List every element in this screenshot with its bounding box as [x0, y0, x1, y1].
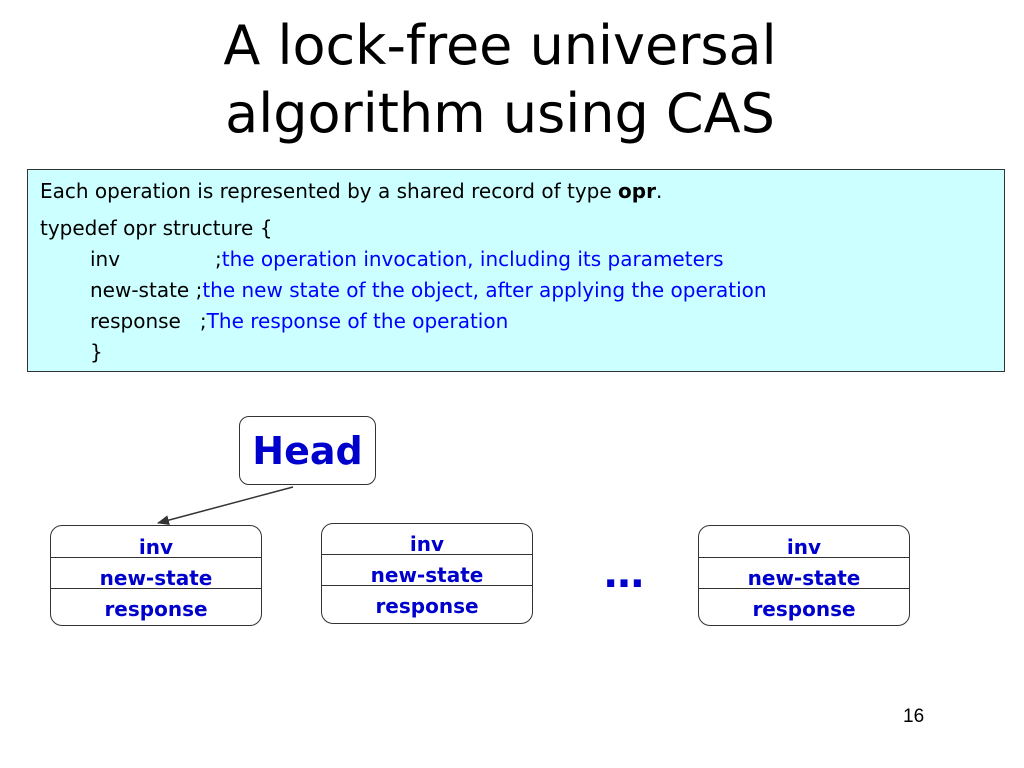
- slide-title: A lock-free universal algorithm using CA…: [0, 12, 1000, 148]
- field-comment: the operation invocation, including its …: [221, 247, 724, 271]
- record-response: response: [104, 597, 208, 621]
- field-name: inv: [90, 247, 121, 271]
- intro-line: Each operation is represented by a share…: [40, 179, 662, 203]
- record-inv: inv: [138, 535, 174, 559]
- field-separator: ;: [195, 278, 203, 302]
- intro-end: .: [655, 179, 663, 203]
- closing-brace: }: [90, 340, 103, 364]
- record-divider: [322, 585, 532, 586]
- head-label: Head: [252, 428, 363, 473]
- field-comment: The response of the operation: [206, 309, 509, 333]
- record-response: response: [752, 597, 856, 621]
- record-divider: [322, 554, 532, 555]
- field-line-new-state: new-state ;the new state of the object, …: [90, 278, 767, 302]
- typedef-line: typedef opr structure {: [40, 216, 273, 240]
- field-name: response: [90, 309, 181, 333]
- type-name: opr: [618, 179, 656, 203]
- record-new-state: new-state: [370, 563, 484, 587]
- field-separator: ;: [199, 309, 207, 333]
- record-divider: [699, 557, 909, 558]
- opr-record-1: inv new-state response: [50, 525, 262, 626]
- field-name: new-state: [90, 278, 190, 302]
- title-line-1: A lock-free universal: [223, 14, 777, 77]
- field-line-inv: inv;the operation invocation, including …: [90, 247, 724, 271]
- record-response: response: [375, 594, 479, 618]
- field-line-response: response ;The response of the operation: [90, 309, 508, 333]
- ellipsis: …: [604, 551, 644, 597]
- opr-record-3: inv new-state response: [698, 525, 910, 626]
- definition-box: Each operation is represented by a share…: [27, 169, 1005, 372]
- arrow-line: [157, 486, 294, 525]
- title-line-2: algorithm using CAS: [225, 82, 775, 145]
- record-divider: [51, 557, 261, 558]
- record-new-state: new-state: [747, 566, 861, 590]
- field-comment: the new state of the object, after apply…: [202, 278, 767, 302]
- record-new-state: new-state: [99, 566, 213, 590]
- record-divider: [51, 588, 261, 589]
- record-inv: inv: [409, 532, 445, 556]
- field-separator: ;: [215, 247, 222, 271]
- intro-text: Each operation is represented by a share…: [40, 179, 619, 203]
- record-divider: [699, 588, 909, 589]
- record-inv: inv: [786, 535, 822, 559]
- page-number: 16: [903, 706, 925, 727]
- opr-record-2: inv new-state response: [321, 523, 533, 624]
- head-node: Head: [239, 416, 376, 485]
